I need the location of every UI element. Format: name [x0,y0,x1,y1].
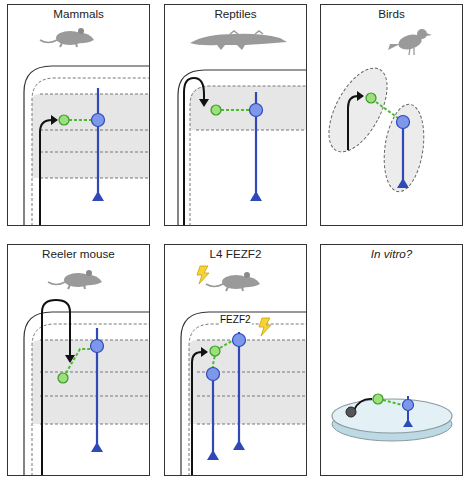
crocodile-icon [190,31,287,50]
panel-title: Reeler mouse [8,245,149,260]
mouse-icon [40,28,94,47]
panel-title: L4 FEZF2 [165,245,306,260]
panel-title: Mammals [8,5,149,20]
lightning-icon [197,266,209,284]
petri-dish [332,394,452,441]
fezf2-cortex [181,266,307,476]
mouse-icon [206,272,260,291]
panel-box: Reptiles [164,4,307,226]
panel-title: Reptiles [165,5,306,20]
panel-title: In vitro? [321,245,462,260]
mouse-icon [48,270,102,289]
bird-pallium [317,29,432,194]
panel-box: Mammals [7,4,150,226]
panel-title: Birds [321,5,462,20]
panel-box: Birds [320,4,463,226]
gene-label: FEZF2 [219,314,252,325]
panel-box: Reeler mouse [7,244,150,476]
lightning-icon [259,318,271,336]
reptile-cortex [178,31,307,226]
panel-box: L4 FEZF2 [164,244,307,476]
panel-box: In vitro? [320,244,463,476]
mammal-cortex [24,28,150,226]
bird-icon [388,29,432,55]
reeler-cortex [24,270,150,476]
